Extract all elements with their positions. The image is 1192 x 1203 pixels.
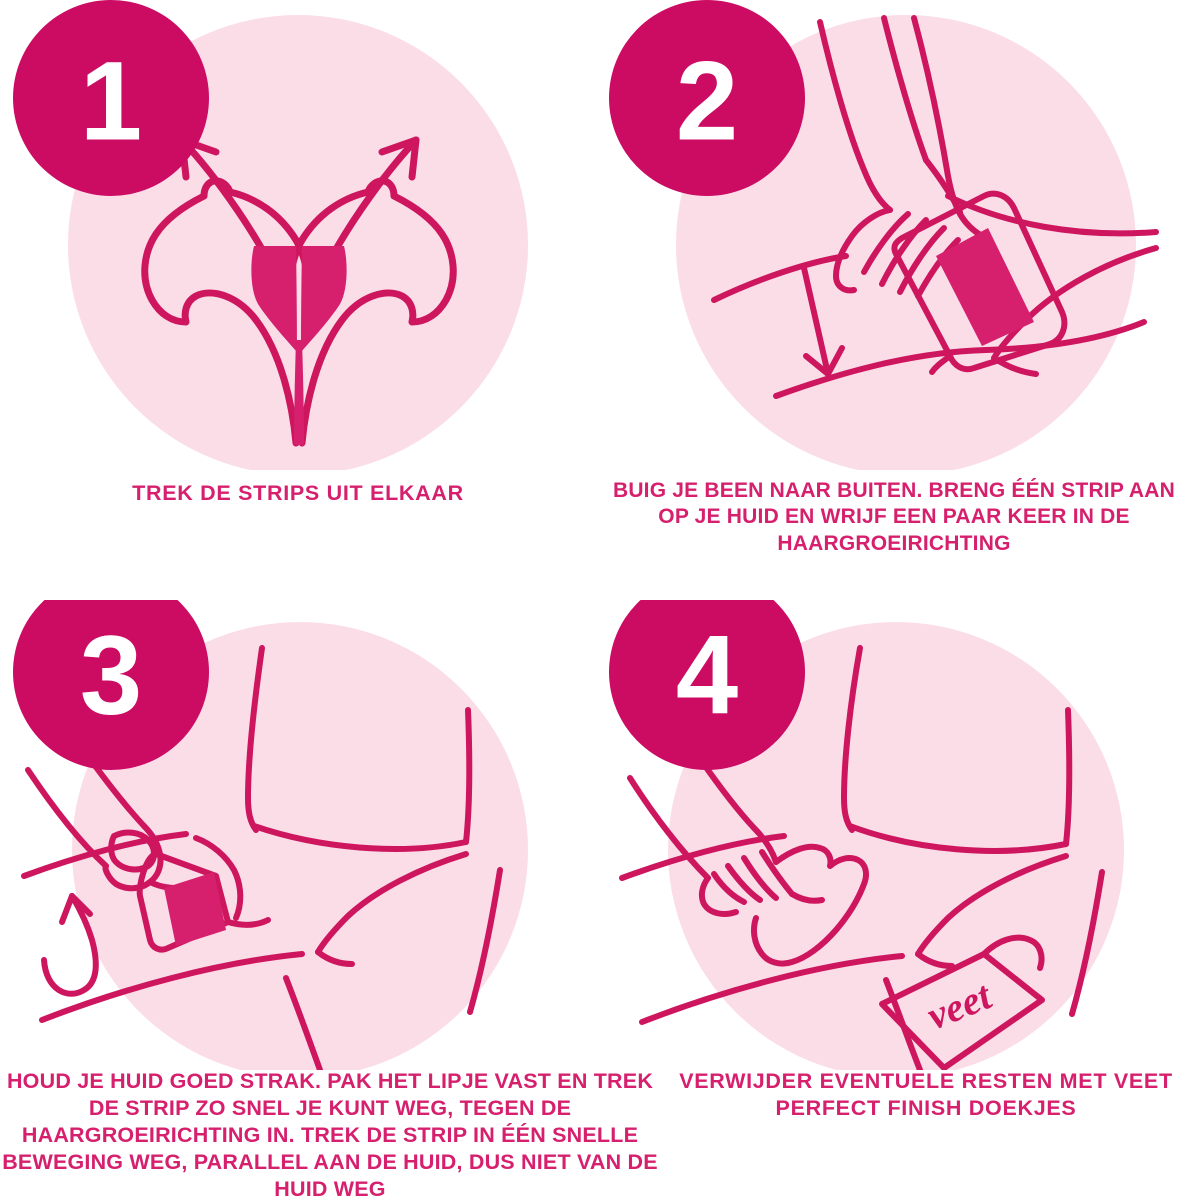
hand-outline [751, 825, 779, 865]
finger-1 [861, 211, 911, 275]
hip-contour [245, 645, 265, 833]
step-2-number-badge [609, 0, 805, 196]
strip-tab [929, 353, 953, 375]
thigh-lower-edge [39, 951, 305, 1023]
arm-outline [817, 19, 893, 213]
wipe-tissue [751, 843, 869, 967]
step-2-number: 2 [676, 39, 738, 164]
thigh-lower-edge [773, 319, 1147, 399]
step-1-caption: TREK DE STRIPS UIT ELKAAR [132, 481, 464, 505]
step-2-caption: BUIG JE BEEN NAAR BUITEN. BRENG ÉÉN STRI… [612, 479, 1176, 555]
wax-pad-left [251, 246, 297, 352]
peeled-strip [136, 851, 231, 953]
arrow-up-curved-icon [41, 893, 99, 997]
step-2-illustration: 2 [596, 0, 1192, 470]
step-3-illustration: 3 [0, 600, 596, 1070]
palm-edge [698, 875, 739, 917]
step-4-number-badge [609, 600, 805, 770]
step-3-number: 3 [80, 613, 142, 738]
wax-pad-tail [294, 340, 304, 445]
underwear-waistband-2 [1063, 707, 1073, 847]
arrow-down-icon [801, 265, 845, 377]
step-4-illustration: veet 4 [596, 600, 1192, 1070]
strip-edge [225, 917, 271, 928]
arm-outline-2 [25, 767, 109, 869]
groin-line [915, 951, 955, 969]
step-3-caption: HOUD JE HUID GOED STRAK. PAK HET LIPJE V… [2, 1069, 658, 1202]
step-panel-2: 2 BUIG JE BEEN NAAR BUITEN. BRENG ÉÉN ST… [596, 0, 1192, 600]
underwear-waistband [251, 823, 469, 852]
step-panel-4: veet 4 [596, 600, 1192, 1200]
wax-strip-fill [164, 872, 226, 946]
veet-pack-flap [981, 934, 1045, 971]
hip-contour [911, 15, 985, 239]
thigh-lower-edge [639, 953, 905, 1025]
thigh-upper-edge [21, 831, 189, 879]
underwear-waistband-2 [463, 707, 473, 845]
step-1-number: 1 [80, 39, 142, 164]
finger-4 [759, 849, 795, 897]
hand-outline [833, 207, 893, 294]
groin-line [315, 949, 355, 967]
finger-3 [741, 855, 779, 901]
step-1-illustration: 1 [0, 0, 596, 470]
finger-1 [711, 871, 747, 905]
underwear-waistband [847, 823, 1069, 854]
wax-strip-left [141, 177, 315, 447]
finger-2 [725, 863, 763, 903]
arm-outline-2 [627, 775, 711, 881]
underwear-leg-opening [991, 245, 1159, 361]
step-panel-3: 3 [0, 600, 596, 1200]
wax-strip-fill [936, 228, 1034, 346]
finger-3 [897, 225, 947, 295]
arm-outline-2 [881, 15, 929, 163]
step-1-number-badge [13, 0, 209, 196]
inner-thigh-line [283, 975, 323, 1070]
underwear-side-seam [1069, 869, 1105, 1017]
underwear-leg-opening [315, 851, 469, 955]
hip-contour [841, 645, 863, 833]
underwear-leg-opening [915, 853, 1069, 957]
step-3-number-badge [13, 600, 209, 770]
wax-strip-right [283, 177, 457, 447]
step-4-number: 4 [676, 613, 738, 738]
wipe-fold [789, 891, 825, 904]
thigh-upper-edge [711, 253, 849, 303]
finger-4 [915, 237, 961, 299]
underwear-side-seam [467, 867, 503, 1015]
step-panel-1: 1 TREK DE STRIPS UIT ELKAAR [0, 0, 596, 600]
veet-wipe-pack [879, 951, 1045, 1070]
applied-wax-strip [891, 190, 1068, 373]
wax-pad-right [301, 246, 347, 352]
strip-backing [193, 835, 244, 921]
step-4-caption: VERWIJDER EVENTUELE RESTEN MET VEET PERF… [679, 1069, 1173, 1121]
